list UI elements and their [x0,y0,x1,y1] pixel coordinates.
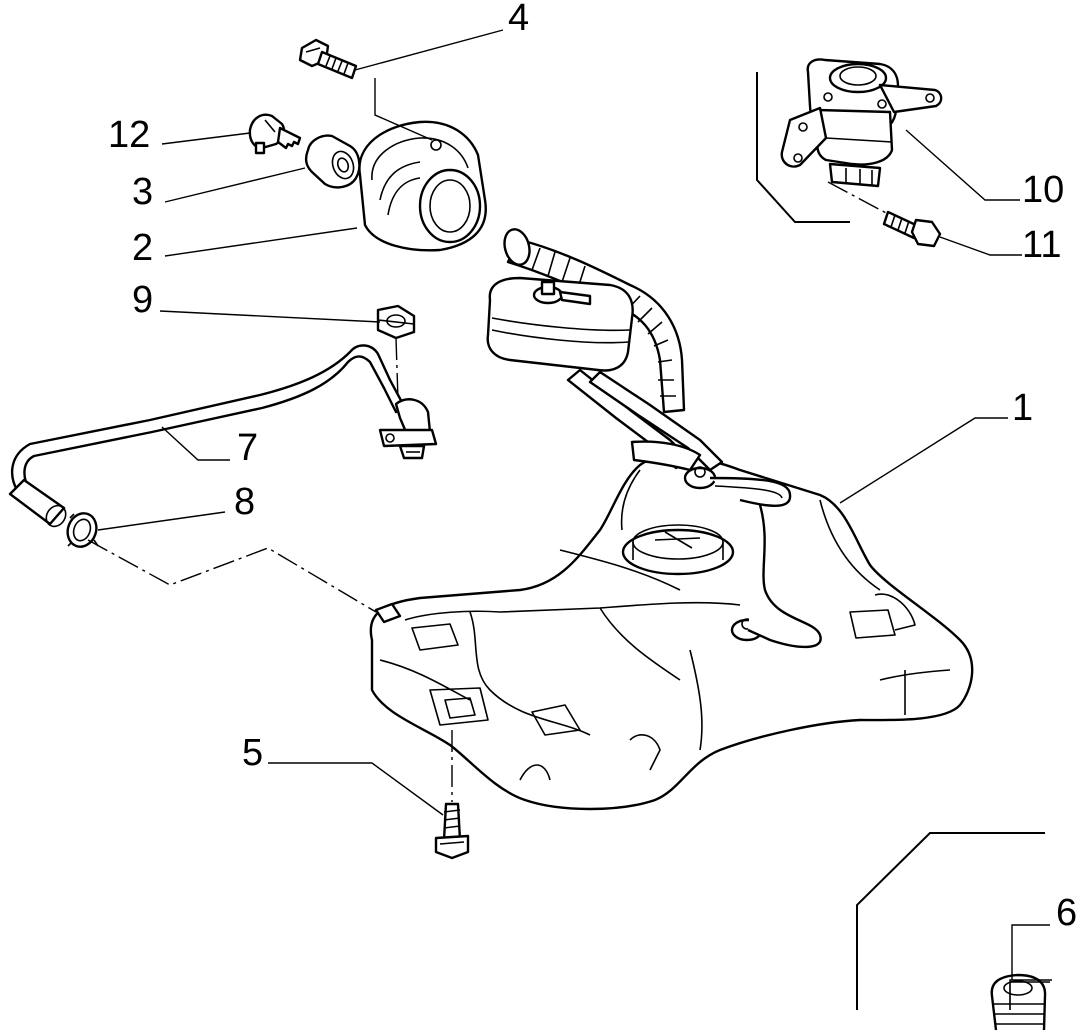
fuel-tank [369,454,974,811]
inset-frame-plug [856,832,1045,1010]
filler-seal-grommet [358,120,487,252]
vent-loop-tube [709,476,822,649]
assembly-line-clamp [87,539,377,613]
leader-lines [97,29,1052,1010]
valve-screw [882,210,942,248]
drain-plug [990,973,1047,1031]
callout-7: 7 [237,427,258,469]
callout-11: 11 [1022,224,1061,266]
callout-4: 4 [508,0,529,39]
filler-neck-assembly [486,228,724,472]
assembly-line-nut [395,337,399,401]
hose-clamp [66,512,99,548]
callout-8: 8 [234,481,255,523]
callout-3: 3 [132,171,153,213]
lock-cylinder [304,134,361,189]
inset-frame-valve [756,72,850,223]
callout-6: 6 [1056,892,1077,934]
nut [376,304,416,340]
callout-1: 1 [1012,387,1033,429]
bolt-bottom [434,802,470,860]
vent-pipe [8,344,438,528]
callout-9: 9 [132,279,153,321]
vent-valve [780,58,943,188]
key [248,113,302,155]
callout-2: 2 [132,227,153,269]
callout-10: 10 [1022,169,1064,211]
callout-12: 12 [108,114,150,156]
assembly-line-screw [827,181,889,215]
leader-6 [1011,924,1050,978]
bolt-top [298,38,358,80]
callout-5: 5 [242,732,263,774]
